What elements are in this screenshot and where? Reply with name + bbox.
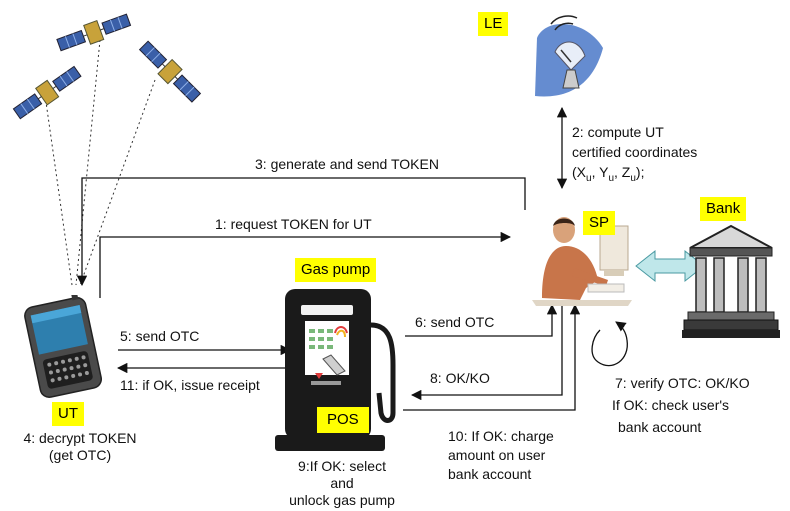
arrow-1-request bbox=[99, 231, 512, 298]
step-2-label: 2: compute UT certified coordinates (Xu,… bbox=[572, 122, 697, 189]
step-7-label: 7: verify OTC: OK/KO If OK: check user's… bbox=[612, 375, 750, 435]
step-2-line2: certified coordinates bbox=[572, 144, 698, 160]
satellite-signal-lines bbox=[44, 39, 156, 286]
satellite-dish-icon bbox=[535, 15, 603, 97]
satellite-icon bbox=[138, 40, 202, 103]
arrow-8-ok-ko bbox=[410, 305, 563, 401]
arrow-10-charge bbox=[403, 303, 581, 411]
gas-pump-label: Gas pump bbox=[295, 258, 377, 282]
satellite-icon bbox=[12, 65, 82, 120]
step-6-label: 6: send OTC bbox=[415, 314, 495, 330]
pos-label: POS bbox=[317, 407, 369, 433]
step-8-label: 8: OK/KO bbox=[430, 370, 490, 386]
sp-label: SP bbox=[583, 211, 616, 235]
gas-pump-icon bbox=[275, 289, 396, 451]
arrow-7-verify-loop bbox=[591, 321, 628, 367]
bank-building-icon bbox=[682, 224, 780, 338]
le-label: LE bbox=[478, 12, 509, 36]
pda-device-icon bbox=[24, 295, 103, 398]
operator-person-icon bbox=[532, 217, 632, 306]
step-10-label: 10: If OK: charge amount on user bank ac… bbox=[448, 428, 554, 482]
ut-label: UT bbox=[52, 402, 84, 426]
step-9-label: 9:If OK: select and unlock gas pump bbox=[289, 458, 395, 508]
step-1-label: 1: request TOKEN for UT bbox=[215, 216, 372, 232]
step-5-label: 5: send OTC bbox=[120, 328, 200, 344]
arrow-6-send-otc bbox=[405, 303, 558, 337]
bank-label: Bank bbox=[700, 197, 747, 221]
step-2-line3: (Xu, Yu, Zu); bbox=[572, 164, 645, 184]
step-3-label: 3: generate and send TOKEN bbox=[255, 156, 439, 172]
step-4-label: 4: decrypt TOKEN (get OTC) bbox=[23, 430, 137, 463]
step-2-line1: 2: compute UT bbox=[572, 124, 664, 140]
satellite-icon bbox=[56, 13, 132, 52]
arrow-3-token bbox=[76, 177, 526, 287]
step-11-label: 11: if OK, issue receipt bbox=[120, 377, 260, 393]
